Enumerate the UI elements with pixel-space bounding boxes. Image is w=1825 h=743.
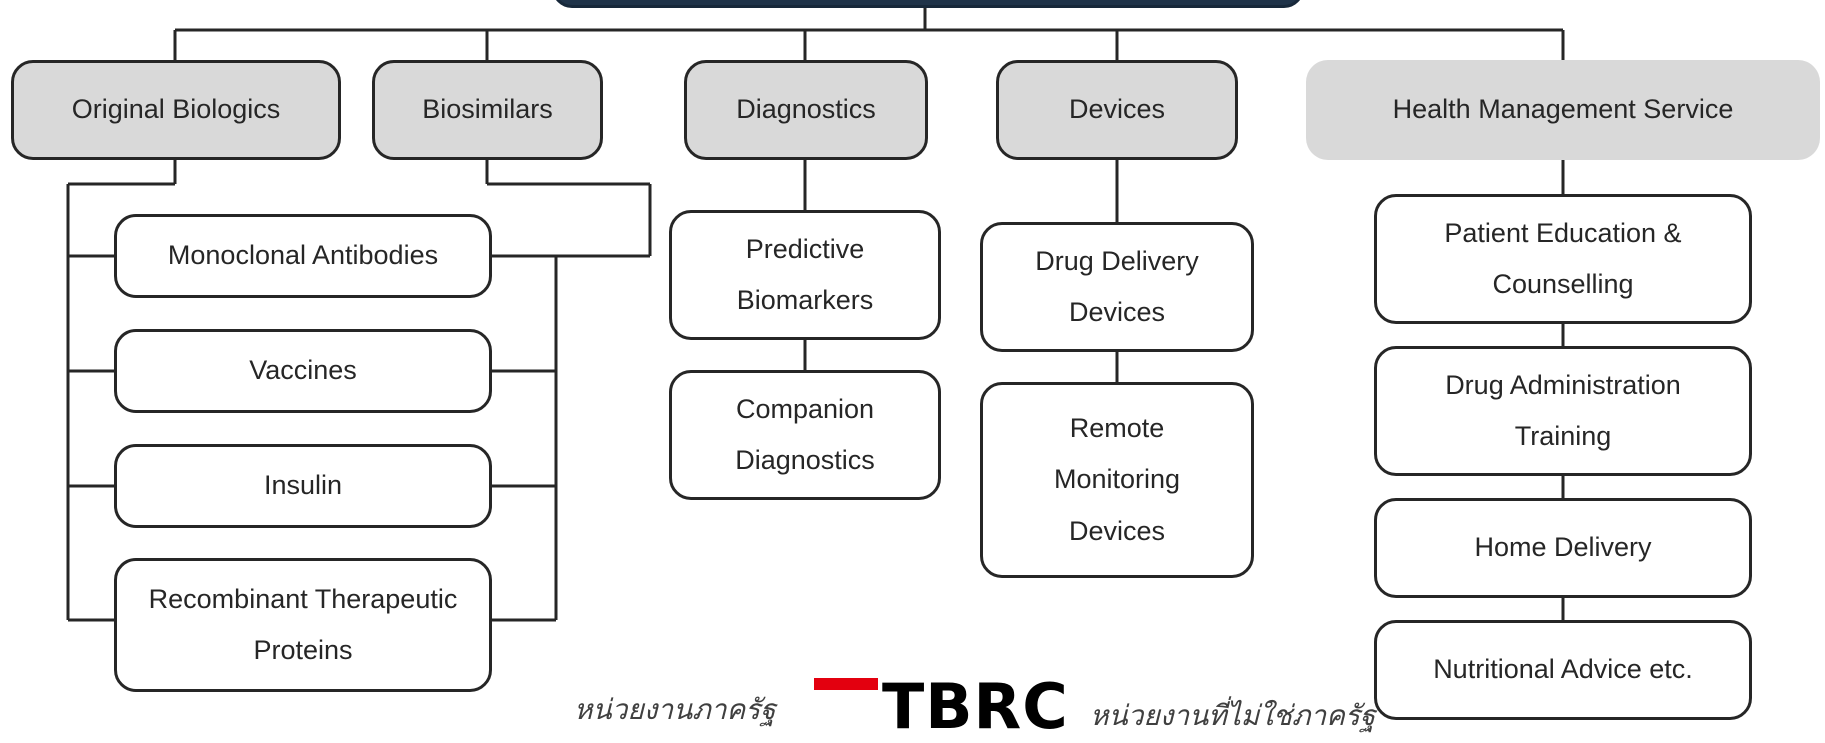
logo-text: TBRC (882, 670, 1069, 743)
item-insulin: Insulin (114, 444, 492, 528)
logo-red-bar (814, 678, 878, 690)
category-label: Diagnostics (736, 94, 876, 125)
item-recombinant-therapeutic-proteins: Recombinant Therapeutic Proteins (114, 558, 492, 692)
item-label: Vaccines (249, 355, 357, 386)
item-vaccines: Vaccines (114, 329, 492, 413)
item-label: Drug Delivery Devices (1035, 245, 1199, 327)
item-predictive-biomarkers: Predictive Biomarkers (669, 210, 941, 340)
item-label: Home Delivery (1474, 532, 1652, 563)
item-label: Drug Administration Training (1445, 369, 1681, 451)
item-label: Patient Education & Counselling (1444, 217, 1682, 299)
item-label: Recombinant Therapeutic Proteins (148, 583, 458, 665)
item-companion-diagnostics: Companion Diagnostics (669, 370, 941, 500)
category-original-biologics: Original Biologics (11, 60, 341, 160)
category-biosimilars: Biosimilars (372, 60, 603, 160)
category-label: Original Biologics (71, 94, 281, 125)
root-node (552, 0, 1304, 8)
footer-left-text: หน่วยงานภาครัฐ (574, 693, 776, 726)
category-diagnostics: Diagnostics (684, 60, 928, 160)
category-health-management-service: Health Management Service (1306, 60, 1820, 160)
item-label: Predictive Biomarkers (736, 233, 874, 315)
item-label: Monoclonal Antibodies (167, 240, 439, 271)
item-drug-administration-training: Drug Administration Training (1374, 346, 1752, 476)
item-remote-monitoring-devices: Remote Monitoring Devices (980, 382, 1254, 578)
footer-right-text: หน่วยงานที่ไม่ใช่ภาครัฐ (1090, 699, 1376, 732)
item-label: Insulin (263, 470, 343, 501)
category-devices: Devices (996, 60, 1238, 160)
item-label: Nutritional Advice etc. (1433, 654, 1693, 685)
item-nutritional-advice: Nutritional Advice etc. (1374, 620, 1752, 720)
item-patient-education-counselling: Patient Education & Counselling (1374, 194, 1752, 324)
item-label: Remote Monitoring Devices (1053, 413, 1181, 546)
connector-lines (66, 8, 1565, 622)
category-label: Biosimilars (422, 94, 553, 125)
item-label: Companion Diagnostics (735, 393, 875, 475)
item-home-delivery: Home Delivery (1374, 498, 1752, 598)
item-monoclonal-antibodies: Monoclonal Antibodies (114, 214, 492, 298)
category-label: Devices (1068, 94, 1166, 125)
item-drug-delivery-devices: Drug Delivery Devices (980, 222, 1254, 352)
category-label: Health Management Service (1392, 94, 1734, 125)
